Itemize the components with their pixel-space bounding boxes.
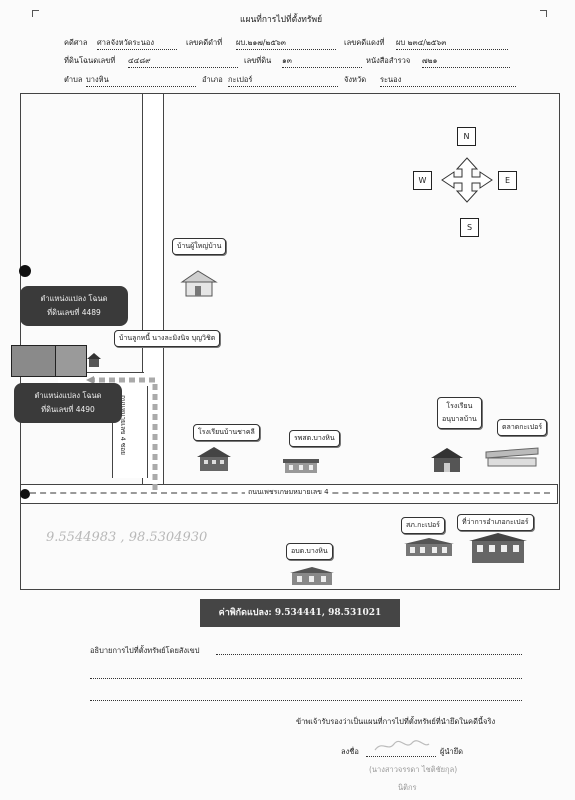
compass-west: W (413, 171, 432, 190)
school-1-icon (197, 447, 231, 471)
police-icon (404, 538, 454, 556)
district-office-icon (469, 533, 527, 563)
black-case-label: เลขคดีดำที่ (186, 38, 223, 47)
compass-north: N (457, 127, 476, 146)
province-value: ระนอง (380, 74, 516, 87)
signature-mark (374, 740, 430, 751)
compass-south: S (460, 218, 479, 237)
callout-plot-4490: ตำแหน่งแปลง โฉนด ที่ดินเลขที่ 4490 (14, 383, 122, 423)
signer-name: (นางสาวจรรดา ไชติชัยกุล) (369, 765, 458, 774)
page-title: แผนที่การไปที่ตั้งทรัพย์ (240, 15, 323, 25)
debtor-house-label: บ้านลูกหนี้ นางละมิงนิจ บุญวิชิต (114, 330, 221, 347)
province-label: จังหวัด (344, 75, 367, 84)
main-road-label: ถนนเพชรเกษมหมายเลข 4 (245, 487, 332, 498)
market-icon (485, 447, 539, 467)
police-label: สภ.กะเปอร์ (401, 517, 445, 534)
coordinates-box: ค่าพิกัดแปลง: 9.534441, 98.531021 (200, 599, 400, 627)
school-1-label: โรงเรียนบ้านชาคลี (193, 424, 260, 441)
sign-label: ลงชื่อ (341, 747, 359, 756)
village-head-house-label: บ้านผู้ใหญ่บ้าน (172, 238, 227, 255)
description-line-2 (90, 678, 522, 679)
deed-value: ๔๔๘๙ (128, 55, 238, 68)
debtor-house-icon (87, 353, 101, 367)
callout-plot-4489-line1: ตำแหน่งแปลง โฉนด (40, 294, 108, 303)
callout-plot-4489-line2: ที่ดินเลขที่ 4489 (47, 308, 101, 317)
kindergarten-label: โรงเรียน อนุบาลบ้าน (437, 397, 482, 429)
callout-plot-4490-line1: ตำแหน่งแปลง โฉนด (34, 391, 102, 400)
district-office-label: ที่ว่าการอำเภอกะเปอร์ (457, 514, 534, 531)
subdistrict-value: บางหิน (86, 74, 196, 87)
subdistrict-org-icon (290, 567, 334, 585)
survey-value: ๗๒๑ (422, 55, 510, 68)
plot-4490 (55, 345, 87, 377)
subdistrict-label: ตำบล (64, 75, 83, 84)
signature-line (366, 756, 436, 757)
black-case-value: ผบ.๒๑๗/๒๕๖๓ (236, 37, 336, 50)
kindergarten-label-line1: โรงเรียน (446, 402, 473, 410)
description-line-3 (90, 700, 522, 701)
callout-plot-4490-line2: ที่ดินเลขที่ 4490 (41, 405, 95, 414)
court-label: คดีศาล (64, 38, 88, 47)
signer-role: ผู้นำยึด (440, 747, 463, 756)
kindergarten-label-line2: อนุบาลบ้าน (442, 415, 477, 423)
red-case-value: ผบ ๒๓๔/๒๕๖๓ (396, 37, 508, 50)
map-frame (20, 93, 560, 590)
description-label: อธิบายการไปที่ตั้งทรัพย์โดยสังเขป (90, 646, 200, 655)
subdistrict-org-label: อบต.บางหิน (286, 543, 333, 560)
hospital-icon (283, 459, 319, 473)
red-case-label: เลขคดีแดงที่ (344, 38, 385, 47)
survey-label: หนังสือสำรวจ (366, 56, 411, 65)
market-label: ตลาดกะเปอร์ (497, 419, 548, 436)
district-label: อำเภอ (202, 75, 223, 84)
hospital-label: รพสต.บางหิน (289, 430, 340, 447)
compass-arrows-icon (441, 157, 493, 203)
village-head-house-icon (180, 270, 218, 297)
plot-4489 (11, 345, 57, 377)
corner-mark-top-right (540, 10, 547, 17)
description-line-1 (216, 654, 522, 655)
corner-mark-top-left (32, 10, 39, 17)
kindergarten-icon (431, 448, 463, 472)
callout-plot-4489: ตำแหน่งแปลง โฉนด ที่ดินเลขที่ 4489 (20, 286, 128, 326)
handwritten-coordinates: 9.5544983 , 98.5304930 (46, 530, 208, 545)
land-no-label: เลขที่ดิน (244, 56, 272, 65)
compass-east: E (498, 171, 517, 190)
land-no-value: ๑๓ (282, 55, 362, 68)
certify-text: ข้าพเจ้ารับรองว่าเป็นแผนที่การไปที่ตั้งท… (296, 717, 496, 726)
district-value: กะเปอร์ (228, 74, 338, 87)
deed-label: ที่ดินโฉนดเลขที่ (64, 56, 116, 65)
signer-title: นิติกร (398, 783, 417, 792)
court-value: ศาลจังหวัดระนอง (97, 37, 177, 50)
